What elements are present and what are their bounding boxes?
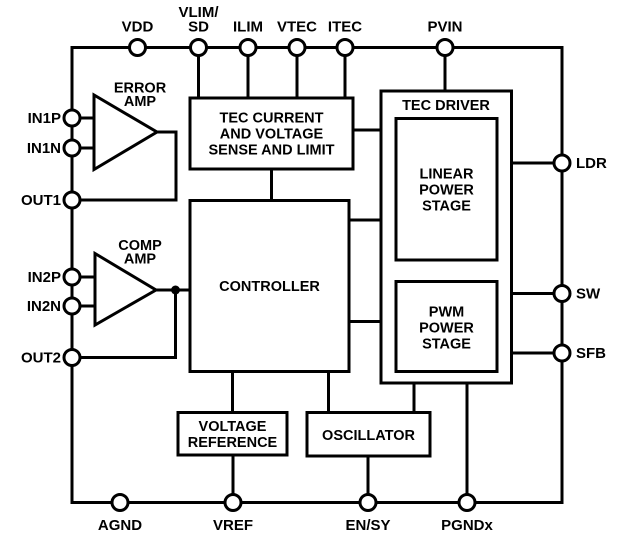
voltage-reference-label-line2: REFERENCE — [188, 435, 278, 451]
pin-agnd — [110, 493, 130, 512]
junction-dot — [171, 285, 180, 295]
pin-ilim — [238, 38, 258, 57]
comp-amp-label-line2: AMP — [124, 252, 157, 268]
pin-circles — [62, 38, 572, 512]
pin-label-in2n: IN2N — [27, 298, 61, 315]
pin-label-ilim: ILIM — [233, 19, 263, 36]
pin-label-out2: OUT2 — [21, 350, 61, 367]
pin-labels: VDD VLIM/ SD ILIM VTEC ITEC PVIN IN1P IN… — [21, 4, 607, 534]
comp-amp-triangle — [93, 250, 159, 328]
pwm-label-line1: PWM — [429, 305, 464, 321]
pin-label-sw: SW — [576, 286, 601, 303]
sense-label-line1: TEC CURRENT — [220, 111, 324, 127]
pin-vlim-sd — [189, 38, 208, 57]
pin-vdd — [128, 38, 147, 57]
error-amp-label-line2: AMP — [124, 94, 157, 110]
pin-label-vlim: VLIM/ — [179, 4, 220, 21]
block-labels: ERROR AMP COMP AMP TEC CURRENT AND VOLTA… — [114, 81, 491, 452]
pin-label-pgndx: PGNDx — [441, 517, 493, 534]
pwm-label-line2: POWER — [419, 321, 474, 337]
pin-label-vtec: VTEC — [277, 19, 317, 36]
pwm-label-line3: STAGE — [422, 337, 471, 353]
voltage-reference-label-line1: VOLTAGE — [199, 419, 267, 435]
pin-label-in2p: IN2P — [28, 269, 61, 286]
pin-pvin — [435, 38, 455, 57]
pin-label-ldr: LDR — [576, 155, 607, 172]
pin-label-vdd: VDD — [122, 19, 154, 36]
pin-label-out1: OUT1 — [21, 192, 61, 209]
sense-block — [188, 96, 355, 171]
linear-label-line1: LINEAR — [420, 167, 475, 183]
pin-label-pvin: PVIN — [427, 19, 462, 36]
pin-vtec — [287, 38, 307, 57]
pin-in1n — [62, 138, 82, 158]
oscillator-label: OSCILLATOR — [322, 428, 415, 444]
pin-out2 — [62, 348, 82, 367]
pin-label-itec: ITEC — [328, 19, 362, 36]
pin-sfb — [552, 343, 572, 363]
pin-itec — [335, 38, 355, 57]
pin-in1p — [62, 108, 82, 128]
tec-driver-label: TEC DRIVER — [402, 98, 490, 114]
pin-in2n — [62, 296, 82, 316]
voltage-reference-block — [176, 411, 289, 457]
pin-pgndx — [457, 493, 477, 512]
pin-ensy — [358, 493, 378, 512]
pin-out1 — [62, 190, 82, 210]
oscillator-block — [305, 411, 432, 458]
controller-block — [188, 199, 351, 373]
linear-label-line2: POWER — [419, 183, 474, 199]
sense-label-line3: SENSE AND LIMIT — [209, 143, 335, 159]
linear-label-line3: STAGE — [422, 199, 471, 215]
pin-label-sfb: SFB — [576, 345, 606, 362]
pin-label-ensy: EN/SY — [345, 517, 390, 534]
pin-ldr — [552, 153, 572, 173]
pin-label-agnd: AGND — [98, 517, 142, 534]
linear-power-stage-block — [394, 117, 499, 262]
pin-sw — [552, 284, 572, 303]
pin-label-in1n: IN1N — [27, 140, 61, 157]
pin-label-vref: VREF — [213, 517, 253, 534]
wire-error-amp-to-out1 — [80, 130, 178, 202]
controller-label: CONTROLLER — [219, 279, 320, 295]
sense-label-line2: AND VOLTAGE — [220, 127, 324, 143]
comp-amp-label-line1: COMP — [118, 238, 162, 254]
pin-label-sd: SD — [188, 19, 209, 36]
blocks — [92, 89, 513, 458]
pin-in2p — [62, 267, 82, 287]
wire-comp-amp-to-out2 — [80, 290, 177, 359]
pwm-power-stage-block — [394, 280, 499, 373]
error-amp-label-line1: ERROR — [114, 81, 167, 97]
error-amp-triangle — [92, 92, 160, 173]
pin-label-in1p: IN1P — [28, 110, 61, 127]
pin-vref — [223, 493, 243, 512]
